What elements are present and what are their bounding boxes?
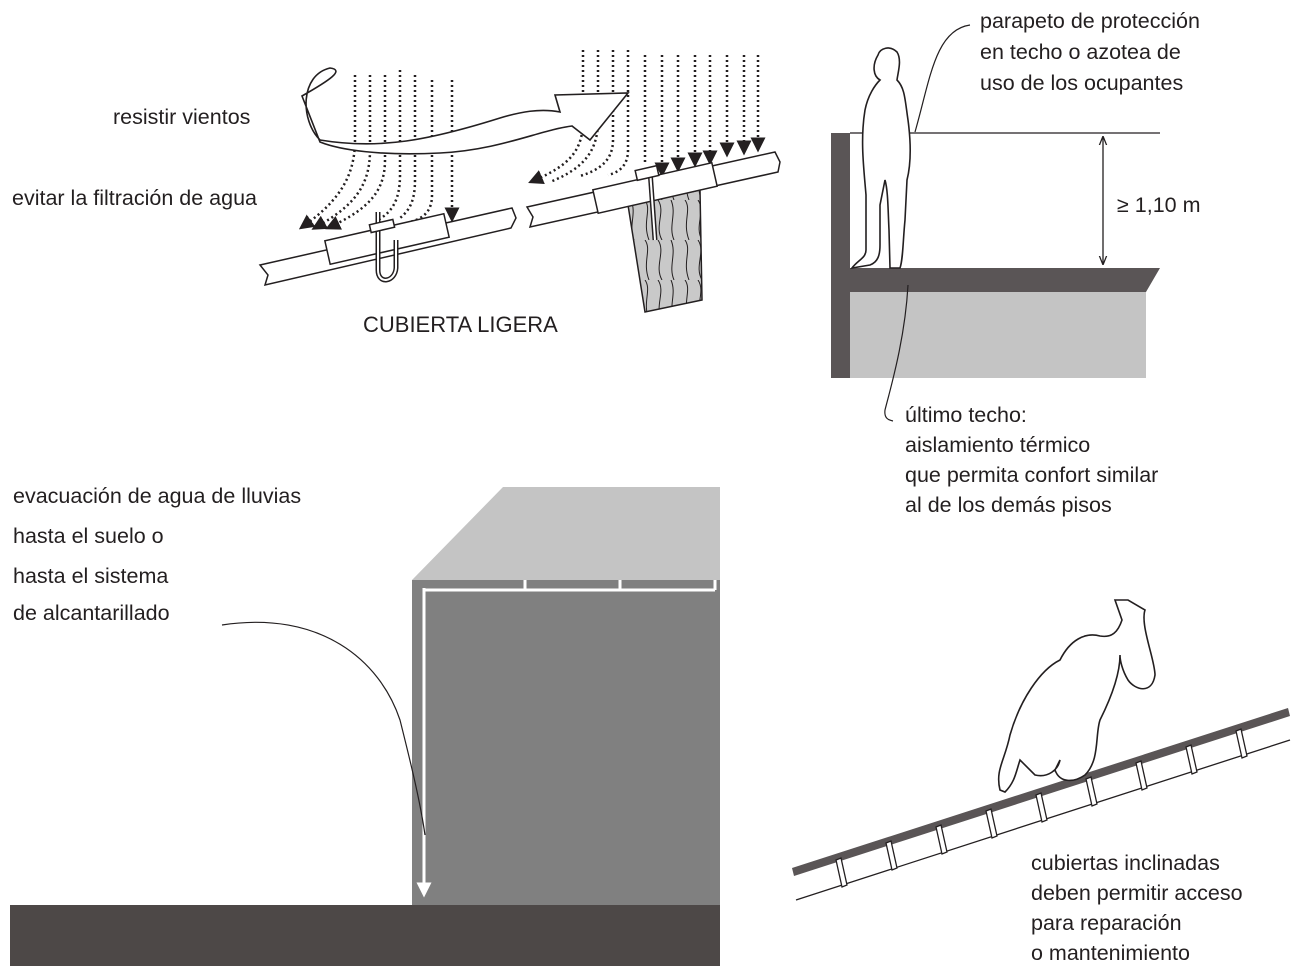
parapet-leader [914,24,971,133]
worker-person-icon [997,599,1156,793]
roof-rafters [835,728,1248,888]
drainage-detail: evacuación de agua de lluvias hasta el s… [10,484,720,966]
drainage-leader [221,621,426,836]
ceiling-block [850,292,1146,378]
top-roof-leader [884,284,909,422]
roof-sheet-right [525,151,781,313]
inclined-label-line-2: deben permitir acceso [1031,881,1243,905]
roof-slope [792,708,1290,876]
rain-arrows-icon [298,70,460,230]
roof-sheet-left [258,207,517,287]
ground-slab [10,905,720,966]
wind-arrow-icon [301,67,630,155]
light-roof-caption: CUBIERTA LIGERA [363,312,558,337]
sloped-roof [412,487,720,580]
inclined-label-line-1: cubiertas inclinadas [1031,851,1220,875]
inclined-label-line-3: para reparación [1031,911,1182,935]
drainage-label-line-3: hasta el sistema [13,564,168,588]
top-roof-line-4: al de los demás pisos [905,493,1112,517]
inclined-label-line-4: o mantenimiento [1031,941,1190,965]
wind-label: resistir vientos [113,105,250,129]
parapet-detail: parapeto de protección en techo o azotea… [831,9,1201,517]
top-roof-line-1: último techo: [905,403,1027,427]
parapet-label-line-1: parapeto de protección [980,9,1200,33]
inclined-roof-detail: cubiertas inclinadas deben permitir acce… [792,599,1291,965]
light-roof-detail: resistir vientos evitar la filtración de… [12,50,781,337]
top-roof-line-3: que permita confort similar [905,463,1158,487]
person-icon [850,47,911,270]
drainage-label-line-4: de alcantarillado [13,601,170,625]
top-roof-line-2: aislamiento térmico [905,433,1090,457]
water-label: evitar la filtración de agua [12,186,257,210]
parapet-label-line-2: en techo o azotea de [980,40,1181,64]
building-block [412,580,720,905]
drainage-label-line-2: hasta el suelo o [13,524,164,548]
height-label: ≥ 1,10 m [1117,193,1201,217]
parapet-label-line-3: uso de los ocupantes [980,71,1183,95]
drainage-label-line-1: evacuación de agua de lluvias [13,484,301,508]
